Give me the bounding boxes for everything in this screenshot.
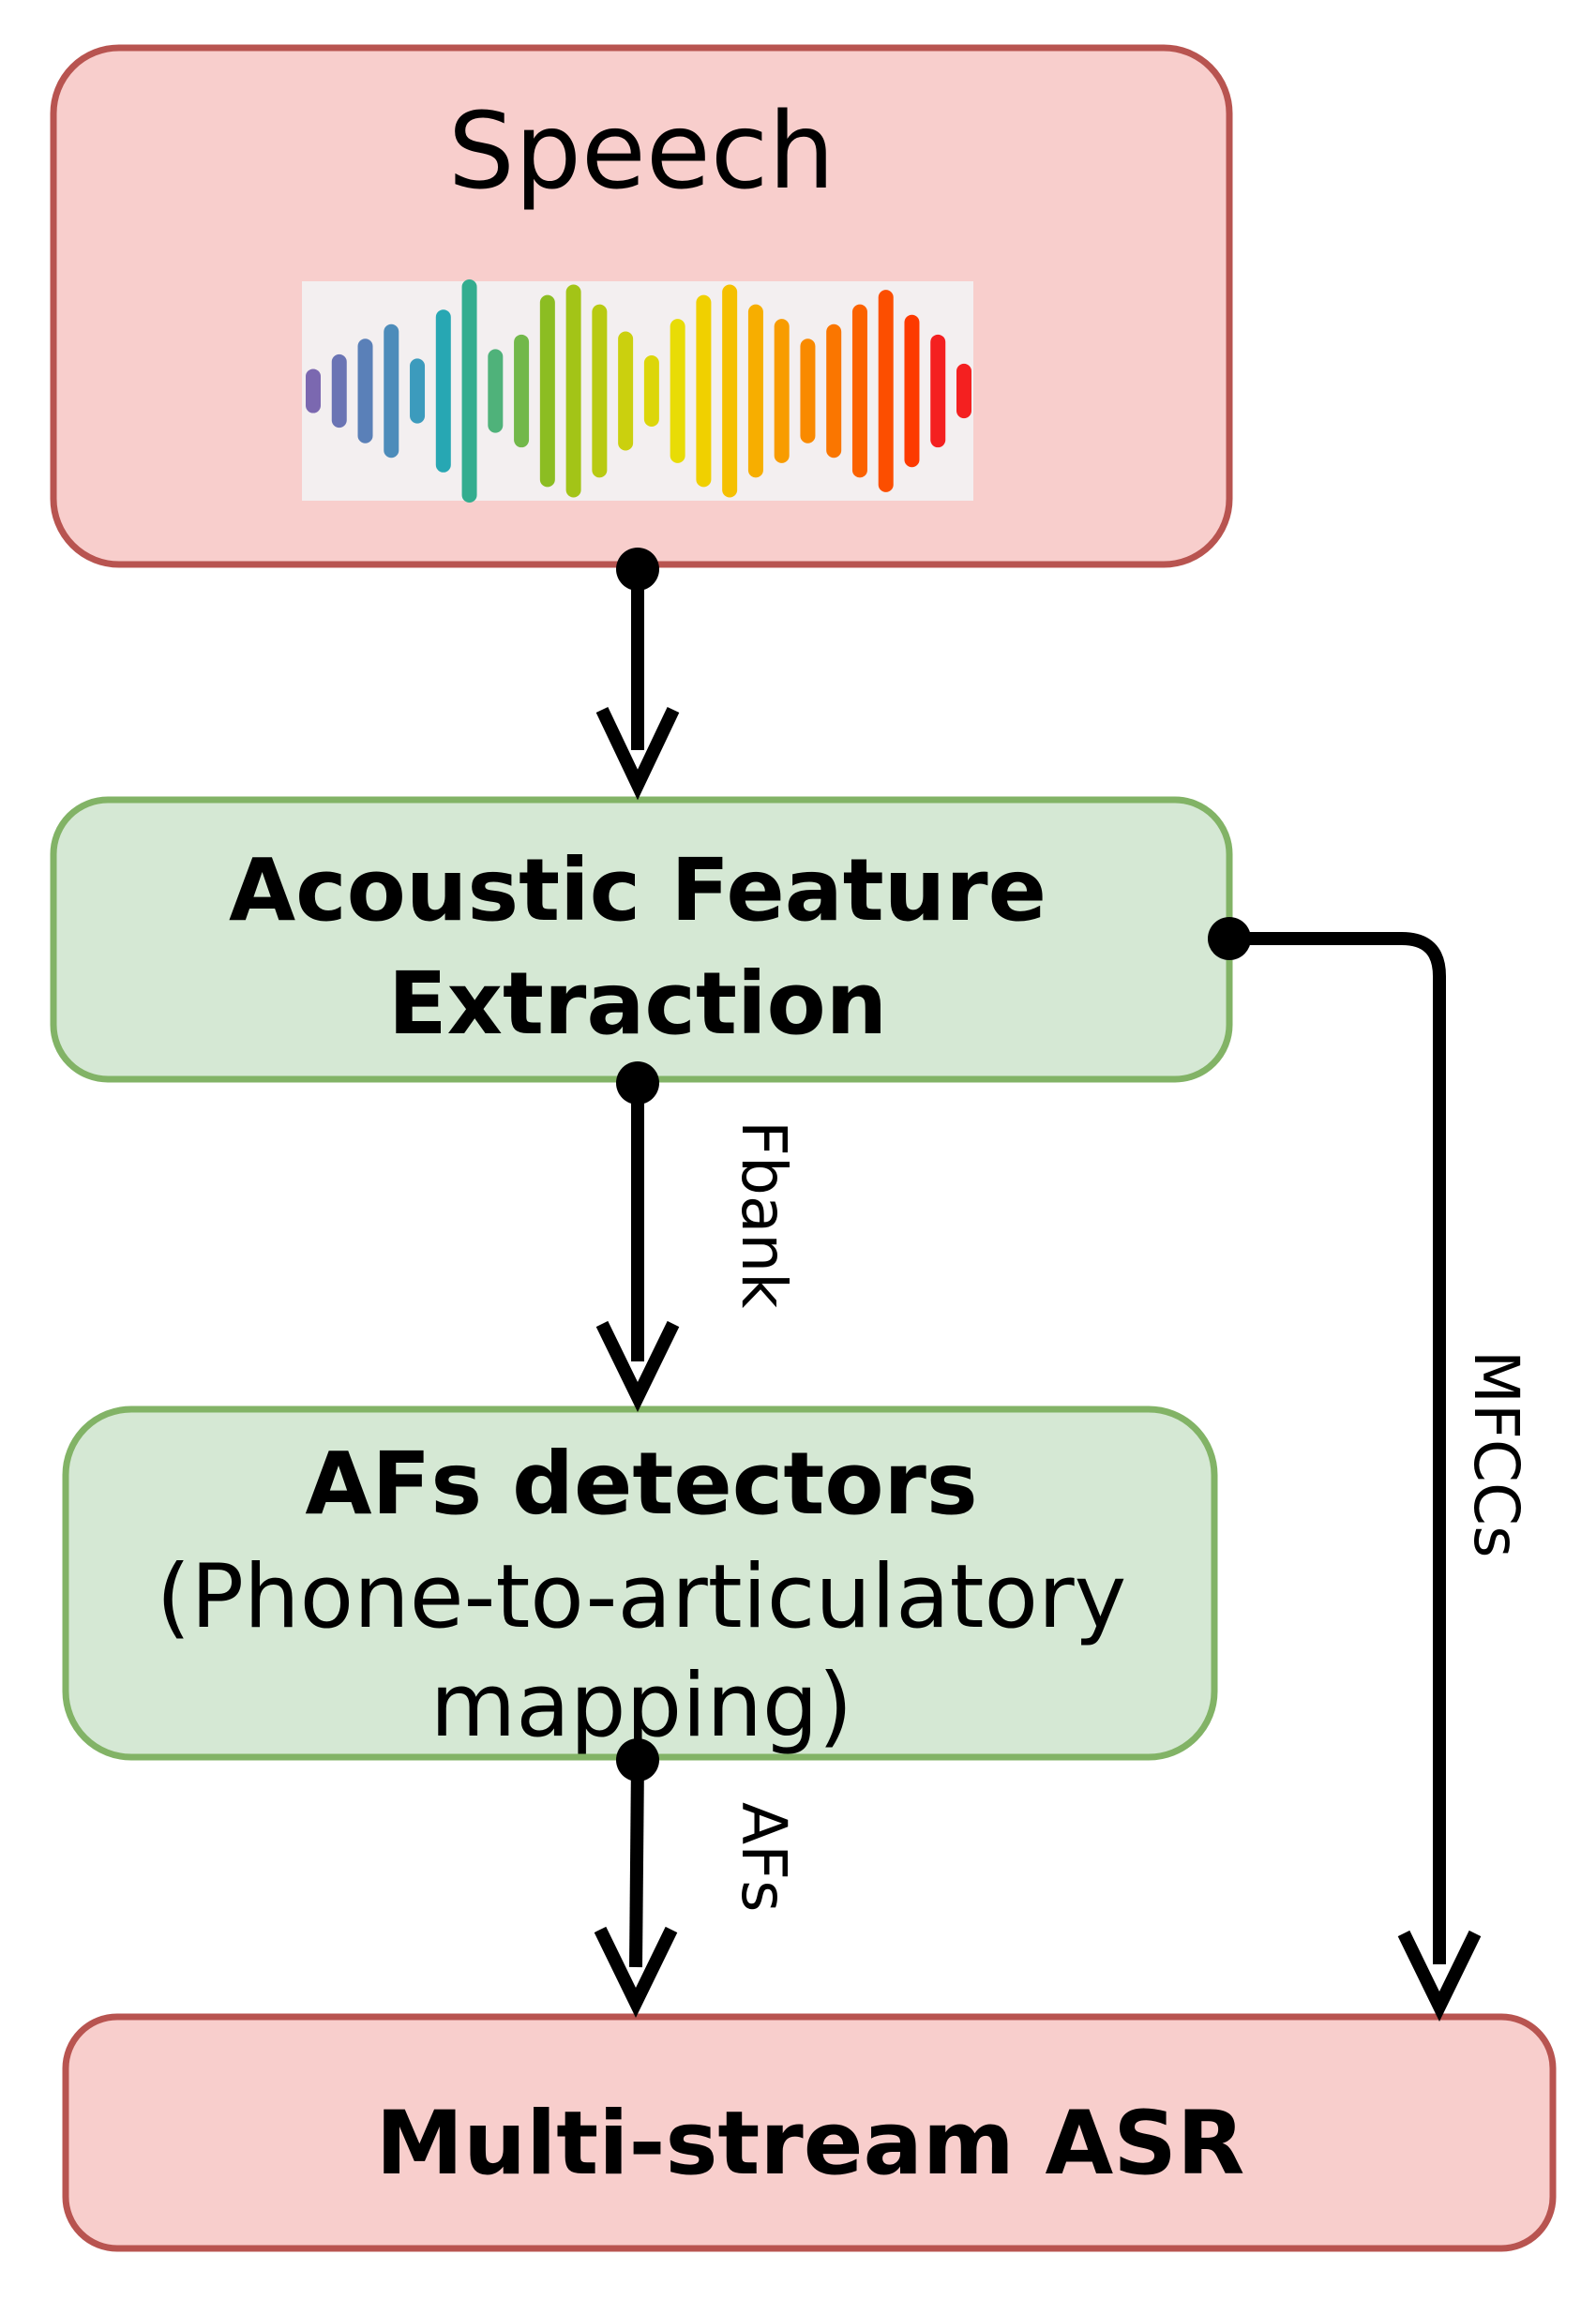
af-detectors-node: AFs detectors (Phone-to-articulatory map… [62, 1406, 1218, 1761]
arrowhead-icon [594, 1926, 678, 2018]
audio-waveform-icon [302, 279, 973, 503]
feature-extraction-title-line2: Extraction [388, 954, 887, 1054]
fbank-label: Fbank [728, 1120, 800, 1309]
asr-box [62, 2013, 1557, 2252]
mfccs-label: MFCCs [1460, 1350, 1532, 1557]
edge-line [1229, 932, 1446, 1964]
waveform-background [302, 281, 973, 501]
edge-speech-to-extraction [595, 548, 680, 801]
feature-extraction-node: Acoustic Feature Extraction [50, 796, 1233, 1083]
edge-fbank: Fbank [595, 1061, 800, 1412]
speech-node: Speech [50, 44, 1233, 568]
edge-line [629, 1759, 644, 1968]
asr-title: Multi-stream ASR [376, 2093, 1245, 2195]
edge-mfccs: MFCCs [1208, 917, 1532, 2022]
afs-label: AFs [728, 1802, 800, 1913]
asr-node: Multi-stream ASR [62, 2013, 1557, 2252]
arrowhead-icon [595, 706, 680, 801]
af-detectors-subtitle-line1: (Phone-to-articulatory [157, 1546, 1127, 1648]
arrowhead-icon [1397, 1930, 1482, 2022]
feature-extraction-title-line1: Acoustic Feature [229, 840, 1046, 940]
speech-title: Speech [448, 91, 836, 213]
af-detectors-title: AFs detectors [305, 1434, 977, 1534]
edge-afs: AFs [594, 1738, 800, 2018]
arrowhead-icon [595, 1320, 680, 1412]
